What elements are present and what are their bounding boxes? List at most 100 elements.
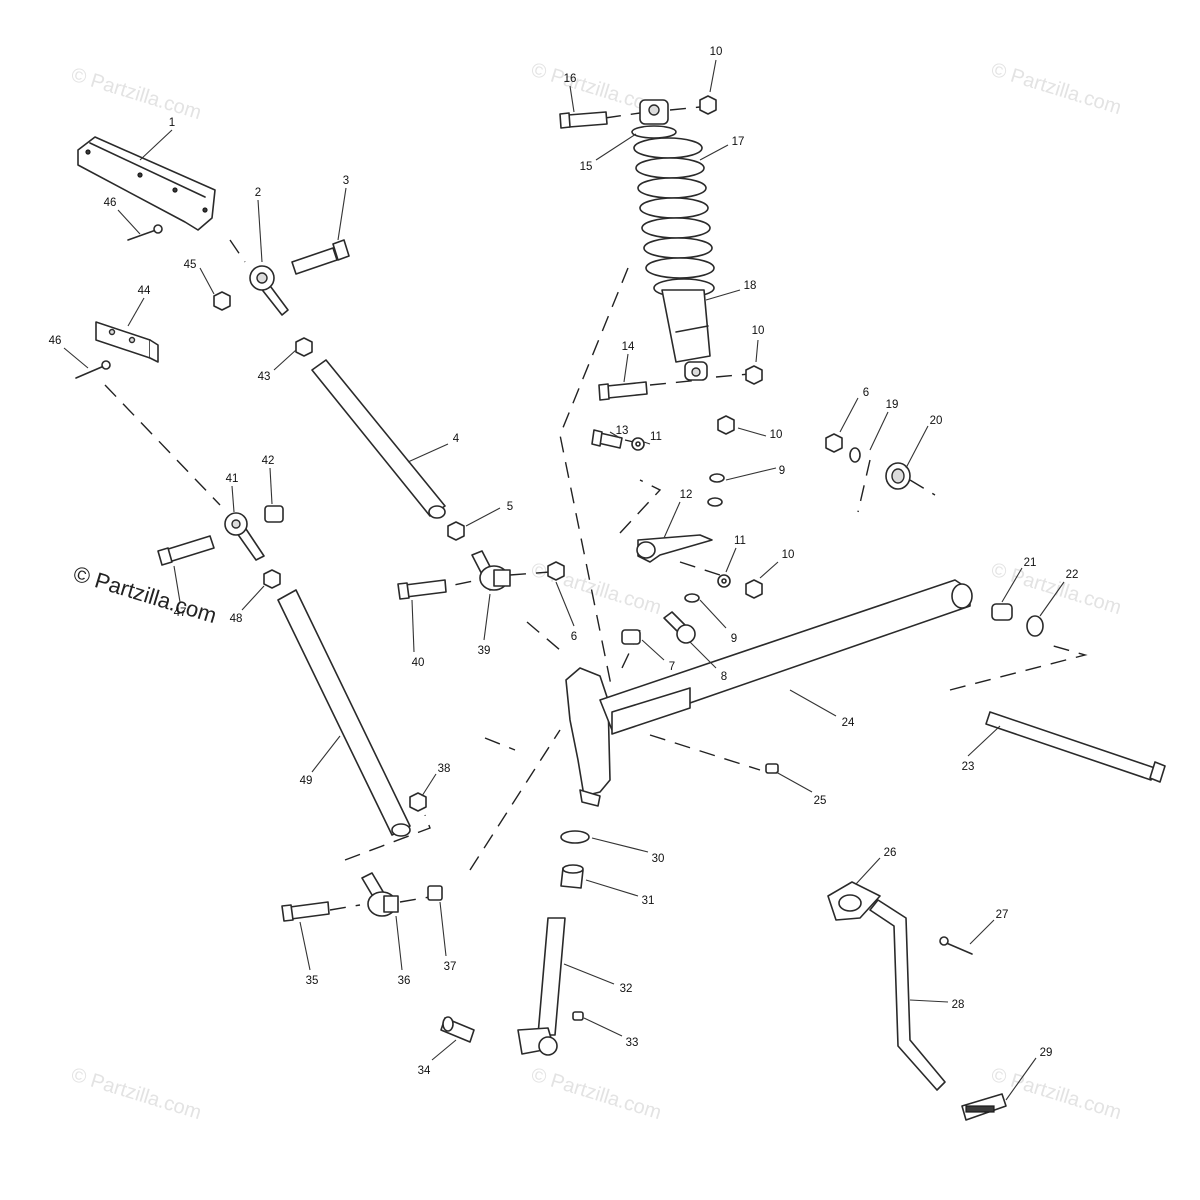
leader-line-14: [623, 353, 629, 383]
callout-38: 38: [438, 763, 451, 775]
part-10-nut-shock: [745, 365, 763, 385]
callout-40: 40: [412, 657, 425, 669]
part-42-bushing: [264, 505, 284, 523]
part-38-nut: [409, 792, 427, 812]
part-29-grip: [961, 1093, 1007, 1121]
leader-line-3: [337, 187, 347, 241]
part-22-ring: [1026, 615, 1044, 637]
part-9-washer-low: [684, 593, 700, 603]
callout-47: 47: [174, 607, 187, 619]
leader-line-20: [905, 425, 929, 469]
part-25-grease-fitting: [765, 763, 779, 774]
leader-line-11a: [643, 441, 651, 445]
part-6-nut: [547, 561, 565, 581]
part-16-bolt: [559, 111, 608, 129]
leader-line-21: [1001, 567, 1023, 603]
callout-23: 23: [962, 761, 975, 773]
callout-13: 13: [616, 425, 629, 437]
leader-line-38: [421, 773, 437, 797]
leader-line-47: [173, 565, 181, 603]
leader-line-41: [231, 485, 235, 513]
leader-line-22: [1039, 581, 1065, 617]
part-27-rivet: [939, 936, 973, 955]
part-46-rivet: [75, 224, 163, 379]
leader-line-10a: [709, 59, 717, 93]
leader-line-9b: [699, 599, 727, 629]
callout-34: 34: [418, 1065, 431, 1077]
part-6-nut-right: [825, 433, 843, 453]
callout-layer: 1234566789910101010111112131415161718192…: [49, 46, 1079, 1101]
callout-36: 36: [398, 975, 411, 987]
part-5-nut: [447, 521, 465, 541]
callout-48: 48: [230, 613, 243, 625]
callout-33: 33: [626, 1037, 639, 1049]
part-40-bolt: [397, 579, 447, 600]
leader-line-26: [855, 857, 881, 885]
leader-line-23: [967, 725, 1001, 757]
leader-line-4: [407, 443, 449, 463]
callout-6b: 6: [571, 631, 577, 643]
leader-line-34: [431, 1039, 457, 1061]
callout-27: 27: [996, 909, 1009, 921]
callout-41: 41: [226, 473, 239, 485]
part-32-spindle: [517, 917, 566, 1056]
leader-line-39: [483, 593, 491, 641]
callout-22: 22: [1066, 569, 1079, 581]
leader-line-35: [299, 921, 311, 971]
part-20-bushing: [885, 462, 911, 490]
callout-10c: 10: [770, 429, 783, 441]
leader-line-8: [689, 641, 717, 669]
leader-line-12: [663, 501, 681, 539]
callout-4: 4: [453, 433, 460, 445]
watermark: © Partzilla.com: [989, 1064, 1124, 1124]
callout-46a: 46: [104, 197, 117, 209]
part-44-plate: [95, 321, 159, 363]
callout-7: 7: [669, 661, 675, 673]
callout-16: 16: [564, 73, 577, 85]
callout-35: 35: [306, 975, 319, 987]
part-48-nut: [263, 569, 281, 589]
part-45-nut: [213, 291, 231, 311]
callout-45: 45: [184, 259, 197, 271]
leader-line-45: [199, 267, 215, 295]
leader-line-5: [465, 507, 501, 527]
part-8-tie-rod-end: [663, 611, 696, 644]
leader-line-46a: [117, 209, 141, 235]
callout-32: 32: [620, 983, 633, 995]
callout-29: 29: [1040, 1047, 1053, 1059]
part-26-flange: [827, 881, 881, 921]
leader-line-44: [127, 297, 145, 327]
callout-26: 26: [884, 847, 897, 859]
callout-9a: 9: [779, 465, 785, 477]
callout-3: 3: [343, 175, 349, 187]
callout-20: 20: [930, 415, 943, 427]
part-21-bushing: [991, 603, 1013, 621]
callout-11b: 11: [734, 535, 746, 547]
part-14-bolt: [598, 381, 648, 401]
part-47-bolt: [157, 535, 215, 566]
callout-18: 18: [744, 280, 757, 292]
part-1-bracket: [77, 136, 216, 231]
callout-49: 49: [300, 775, 313, 787]
callout-10a: 10: [710, 46, 723, 58]
callout-42: 42: [262, 455, 275, 467]
leader-line-37: [439, 901, 447, 957]
part-9-washer: [707, 473, 725, 507]
part-7-bushing: [621, 629, 641, 645]
callout-12: 12: [680, 489, 693, 501]
part-41-rod-end: [224, 512, 265, 561]
callout-1: 1: [169, 117, 175, 129]
leader-line-40: [411, 599, 415, 653]
leader-line-10c: [737, 427, 767, 437]
leader-line-2: [257, 199, 263, 263]
leader-line-31: [585, 879, 639, 897]
leader-line-1: [139, 129, 173, 161]
watermark-prominent: © Partzilla.com: [71, 561, 220, 628]
callout-17: 17: [732, 136, 745, 148]
part-28-handle: [869, 899, 946, 1091]
callout-10d: 10: [782, 549, 795, 561]
leader-line-46b: [63, 347, 89, 369]
leader-line-11b: [725, 547, 737, 573]
leader-line-29: [1005, 1057, 1037, 1101]
callout-28: 28: [952, 999, 965, 1011]
